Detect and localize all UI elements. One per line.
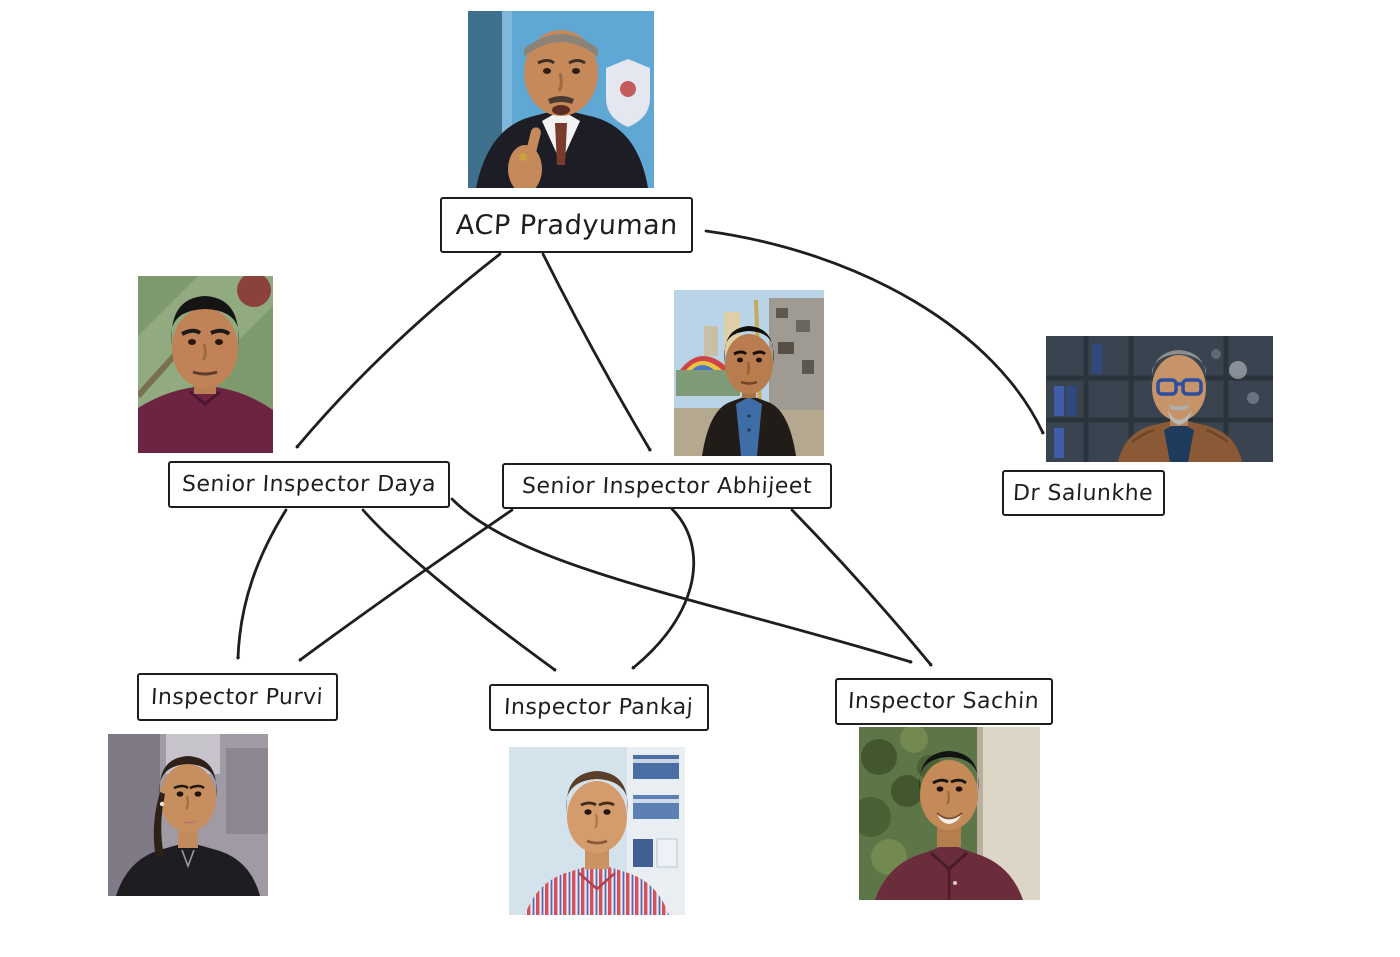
arrow-acp-to-daya: [295, 252, 502, 449]
photo-senior-inspector-abhijeet: [674, 290, 824, 456]
node-box-inspector-pankaj: Inspector Pankaj: [489, 684, 709, 731]
node-label: Inspector Purvi: [150, 684, 325, 710]
arrow-abhijeet-to-purvi: [298, 508, 514, 662]
node-label: Senior Inspector Abhijeet: [521, 473, 813, 499]
node-box-inspector-purvi: Inspector Purvi: [137, 673, 338, 721]
node-box-senior-inspector-abhijeet: Senior Inspector Abhijeet: [502, 463, 832, 509]
photo-dr-salunkhe: [1046, 336, 1273, 462]
arrow-acp-to-abhijeet: [541, 252, 650, 452]
node-box-inspector-sachin: Inspector Sachin: [835, 678, 1053, 725]
node-box-acp-pradyuman: ACP Pradyuman: [440, 197, 693, 253]
photo-inspector-pankaj: [509, 747, 685, 915]
node-label: Inspector Sachin: [847, 689, 1041, 714]
photo-senior-inspector-daya: [138, 276, 273, 453]
node-label: Dr Salunkhe: [1012, 480, 1155, 506]
arrow-daya-to-pankaj: [361, 508, 557, 672]
node-label: ACP Pradyuman: [454, 209, 679, 241]
arrow-abhijeet-to-sachin: [790, 508, 933, 667]
node-label: Senior Inspector Daya: [181, 472, 437, 497]
arrow-abhijeet-to-pankaj: [631, 507, 696, 670]
arrow-daya-to-sachin: [450, 497, 913, 662]
photo-inspector-purvi: [108, 734, 268, 896]
node-label: Inspector Pankaj: [503, 695, 695, 720]
photo-acp-pradyuman: [468, 11, 654, 188]
photo-inspector-sachin: [859, 727, 1040, 900]
arrow-daya-to-purvi: [238, 508, 288, 660]
node-box-senior-inspector-daya: Senior Inspector Daya: [168, 461, 450, 508]
node-box-dr-salunkhe: Dr Salunkhe: [1002, 470, 1165, 516]
